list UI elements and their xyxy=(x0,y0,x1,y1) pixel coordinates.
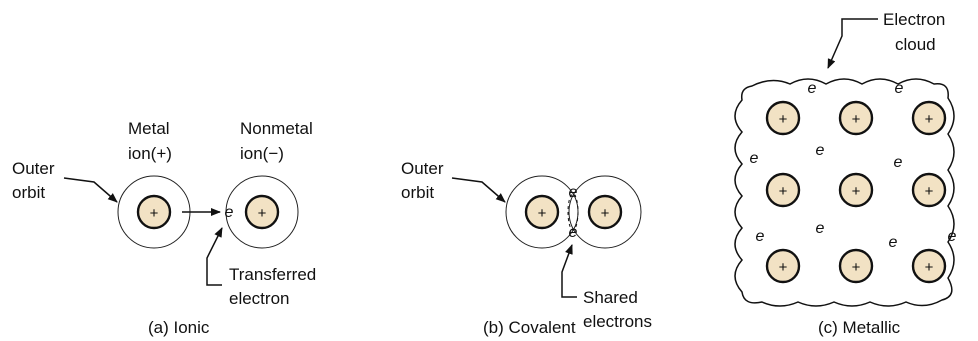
metal-plus-sign: + xyxy=(150,205,159,222)
metallic-caption: (c) Metallic xyxy=(818,318,901,337)
covalent-right-nucleus xyxy=(587,194,623,230)
covalent-outer-orbit-label-line2: orbit xyxy=(401,183,434,202)
covalent-outer-orbit-label-line1: Outer xyxy=(401,159,444,178)
shared-label-line2: electrons xyxy=(583,312,652,331)
metal-ion-plus-sign: + xyxy=(852,111,861,128)
shared-leader xyxy=(561,244,577,298)
metal-ion xyxy=(838,100,874,136)
ionic-caption: (a) Ionic xyxy=(148,318,210,337)
shared-electron-bottom: e xyxy=(569,224,578,241)
free-electron: e xyxy=(948,228,957,245)
shared-electron-top: e xyxy=(569,184,578,201)
transferred-electron: e xyxy=(225,204,234,221)
transferred-label-line1: Transferred xyxy=(229,265,316,284)
free-electrons: e e e e e e e e e xyxy=(750,80,957,251)
metal-ion xyxy=(911,100,947,136)
free-electron: e xyxy=(756,228,765,245)
ionic-outer-orbit-leader xyxy=(63,177,118,203)
covalent-outer-orbit-leader xyxy=(451,177,506,203)
metal-label-line2: ion(+) xyxy=(128,144,172,163)
cloud-leader xyxy=(827,18,878,69)
metal-ion xyxy=(765,172,801,208)
free-electron: e xyxy=(750,150,759,167)
metal-ion-plus-sign: + xyxy=(779,183,788,200)
shared-label-line1: Shared xyxy=(583,288,638,307)
free-electron: e xyxy=(808,80,817,97)
free-electron: e xyxy=(889,234,898,251)
covalent-caption: (b) Covalent xyxy=(483,318,576,337)
cloud-label-line2: cloud xyxy=(895,35,936,54)
metal-ion-plus-sign: + xyxy=(852,259,861,276)
metal-ion-plus-sign: + xyxy=(925,259,934,276)
nonmetal-plus-sign: + xyxy=(258,205,267,222)
metal-ion-plus-sign: + xyxy=(925,111,934,128)
metal-ion xyxy=(765,100,801,136)
nonmetal-nucleus xyxy=(244,194,280,230)
metal-ion-plus-sign: + xyxy=(852,183,861,200)
covalent-panel: + + e e Outer orbit Shared electrons (b)… xyxy=(401,159,652,337)
covalent-left-plus-sign: + xyxy=(538,205,547,222)
transferred-label-line2: electron xyxy=(229,289,289,308)
metallic-panel: + + + + + + + + + e e e e e e e e xyxy=(734,10,957,337)
metal-nucleus xyxy=(136,194,172,230)
nonmetal-label-line1: Nonmetal xyxy=(240,119,313,138)
covalent-right-orbit xyxy=(568,175,642,249)
cloud-label-line1: Electron xyxy=(883,10,945,29)
free-electron: e xyxy=(816,142,825,159)
shared-pair-outline xyxy=(567,193,579,231)
metal-ion xyxy=(838,248,874,284)
covalent-right-plus-sign: + xyxy=(601,205,610,222)
ionic-outer-orbit-label-line2: orbit xyxy=(12,183,45,202)
metal-ion-plus-sign: + xyxy=(779,111,788,128)
free-electron: e xyxy=(816,220,825,237)
electron-cloud-outline xyxy=(734,78,955,307)
metal-ion-plus-sign: + xyxy=(925,183,934,200)
metal-ion xyxy=(911,248,947,284)
free-electron: e xyxy=(894,154,903,171)
free-electron: e xyxy=(895,80,904,97)
nonmetal-label-line2: ion(−) xyxy=(240,144,284,163)
metal-label-line1: Metal xyxy=(128,119,170,138)
metal-ion-plus-sign: + xyxy=(779,259,788,276)
metal-ion xyxy=(765,248,801,284)
covalent-left-nucleus xyxy=(524,194,560,230)
metal-ion xyxy=(911,172,947,208)
nonmetal-outer-orbit xyxy=(225,175,299,249)
metal-ion-grid: + + + + + + + + + xyxy=(765,100,947,284)
transferred-leader xyxy=(206,227,223,286)
ionic-panel: + + e Metal ion(+) Nonmetal ion(−) Outer… xyxy=(12,119,316,337)
ionic-outer-orbit-label-line1: Outer xyxy=(12,159,55,178)
metal-ion xyxy=(838,172,874,208)
